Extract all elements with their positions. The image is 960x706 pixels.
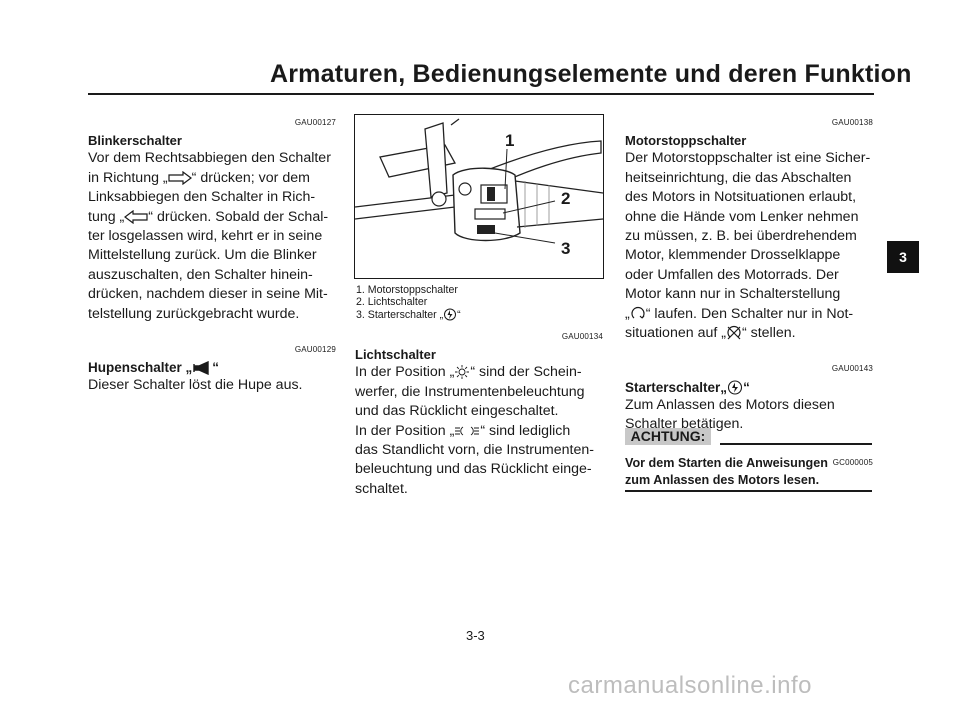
chapter-tab: 3 (887, 241, 919, 273)
engine-stop-icon (727, 326, 741, 340)
text-line: Zum Anlassen des Motors diesen (625, 396, 835, 413)
text-line: tung „ “ drücken. Sobald der Schal- (88, 208, 336, 227)
text-line: telstellung zurückgebracht wurde. (88, 305, 300, 322)
attention-line: zum Anlassen des Motors lesen. (625, 473, 820, 487)
text-part: “ (743, 379, 750, 395)
starter-icon (444, 308, 457, 321)
text-line: Motor, klemmender Drosselklappe (625, 247, 841, 264)
text-part: Starterschalter„ (625, 379, 728, 395)
attention-label: ACHTUNG: (625, 428, 711, 445)
text-line: in Richtung „ “ drücken; vor dem (88, 169, 336, 188)
text-part: „ (625, 305, 630, 322)
text-line: In der Position „ “ sind der Schein- (355, 363, 603, 382)
text-part: in Richtung „ (88, 169, 168, 186)
header-rule (88, 93, 874, 95)
text-line: werfer, die Instrumentenbeleuchtung (355, 383, 585, 400)
text-line: das Standlicht vorn, die Instrumenten- (355, 442, 594, 459)
section-code: GAU00134 (561, 332, 603, 341)
text-line: Dieser Schalter löst die Hupe aus. (88, 377, 303, 394)
attention-rule (720, 443, 872, 445)
text-line: Linksabbiegen den Schalter in Rich- (88, 189, 316, 206)
handlebar-illustration (354, 118, 604, 244)
callout-2: 2 (561, 189, 571, 208)
text-part: “ (457, 309, 461, 321)
starter-icon (728, 380, 743, 395)
section-heading-horn: Hupenschalter „ “ (88, 359, 336, 376)
arrow-right-icon (168, 170, 192, 185)
caption-line: 3. Starterschalter „ “ (356, 308, 461, 321)
text-line: oder Umfallen des Motorrads. Der (625, 266, 839, 283)
text-part: “ drücken; vor dem (191, 169, 310, 186)
text-line: auszuschalten, den Schalter hinein- (88, 266, 313, 283)
section-code: GAU00143 (831, 364, 873, 374)
section-code: GAU00129 (294, 345, 336, 355)
text-part: “ sind lediglich (480, 422, 571, 439)
text-line: drücken, nachdem dieser in seine Mit- (88, 286, 328, 303)
text-part: In der Position „ (355, 422, 455, 439)
text-line: und das Rücklicht eingeschaltet. (355, 403, 559, 420)
text-line: des Motors in Notsituationen erlaubt, (625, 189, 857, 206)
right-column: GAU00138 Motorstoppschalter Der Motorsto… (625, 113, 873, 472)
text-line: In der Position „ “ sind lediglich (355, 422, 603, 441)
text-part: tung „ (88, 208, 125, 225)
text-line: Der Motorstoppschalter ist eine Sicher- (625, 150, 871, 167)
middle-column: GAU00134 Lichtschalter In der Position „… (355, 327, 603, 499)
page-number: 3-3 (466, 628, 485, 643)
section-code: GAU00138 (831, 118, 873, 127)
text-part: 3. Starterschalter „ (356, 309, 444, 321)
text-line: zu müssen, z. B. bei überdrehendem (625, 228, 857, 245)
figure-caption: 1. Motorstoppschalter 2. Lichtschalter 3… (356, 284, 461, 321)
text-part: “ stellen. (741, 325, 796, 342)
section-heading-starter: Starterschalter„ “ (625, 379, 873, 396)
text-part: “ sind der Schein- (470, 364, 582, 381)
text-line: situationen auf „ “ stellen. (625, 324, 873, 343)
section-code: GAU00127 (294, 118, 336, 127)
callout-3: 3 (561, 239, 571, 258)
caption-line: 2. Lichtschalter (356, 296, 428, 308)
handlebar-switch-figure: 1 2 3 (354, 114, 604, 279)
section-code: GC000005 (832, 457, 873, 467)
headlight-icon (455, 365, 470, 380)
position-light-icon (455, 426, 480, 435)
attention-line: Vor dem Starten die Anweisungen (625, 456, 828, 470)
section-heading-light: Lichtschalter (355, 347, 436, 363)
text-part: “ drücken. Sobald der Schal- (148, 208, 329, 225)
text-line: „ “ laufen. Den Schalter nur in Not- (625, 305, 873, 324)
text-part: Hupenschalter „ (88, 360, 193, 376)
arrow-left-icon (124, 209, 148, 224)
text-line: beleuchtung und das Rücklicht einge- (355, 461, 592, 478)
callout-1: 1 (505, 131, 515, 150)
engine-run-icon (631, 306, 645, 319)
attention-text: Vor dem Starten die Anweisungen zum Anla… (625, 455, 875, 489)
section-heading-blinker: Blinkerschalter (88, 133, 182, 149)
text-line: Motor kann nur in Schalterstellung (625, 286, 841, 303)
attention-bottom-rule (625, 490, 872, 492)
text-part: “ (212, 360, 220, 376)
text-part: In der Position „ (355, 364, 455, 381)
horn-icon (193, 361, 209, 376)
section-heading-engine-stop: Motorstoppschalter (625, 133, 747, 149)
text-line: Mittelstellung zurück. Um die Blinker (88, 247, 317, 264)
watermark: carmanualsonline.info (568, 672, 812, 699)
text-line: ohne die Hände vom Lenker nehmen (625, 208, 859, 225)
text-part: situationen auf „ (625, 325, 726, 342)
text-line: ter losgelassen wird, kehrt er in seine (88, 228, 323, 245)
text-line: heitseinrichtung, die das Abschalten (625, 169, 852, 186)
text-line: schaltet. (355, 480, 408, 497)
text-line: Vor dem Rechtsabbiegen den Schalter (88, 150, 331, 167)
page-title: Armaturen, Bedienungselemente und deren … (270, 60, 912, 88)
caption-line: 1. Motorstoppschalter (356, 284, 458, 296)
text-part: “ laufen. Den Schalter nur in Not- (645, 305, 854, 322)
left-column: GAU00127 Blinkerschalter Vor dem Rechtsa… (88, 113, 336, 396)
